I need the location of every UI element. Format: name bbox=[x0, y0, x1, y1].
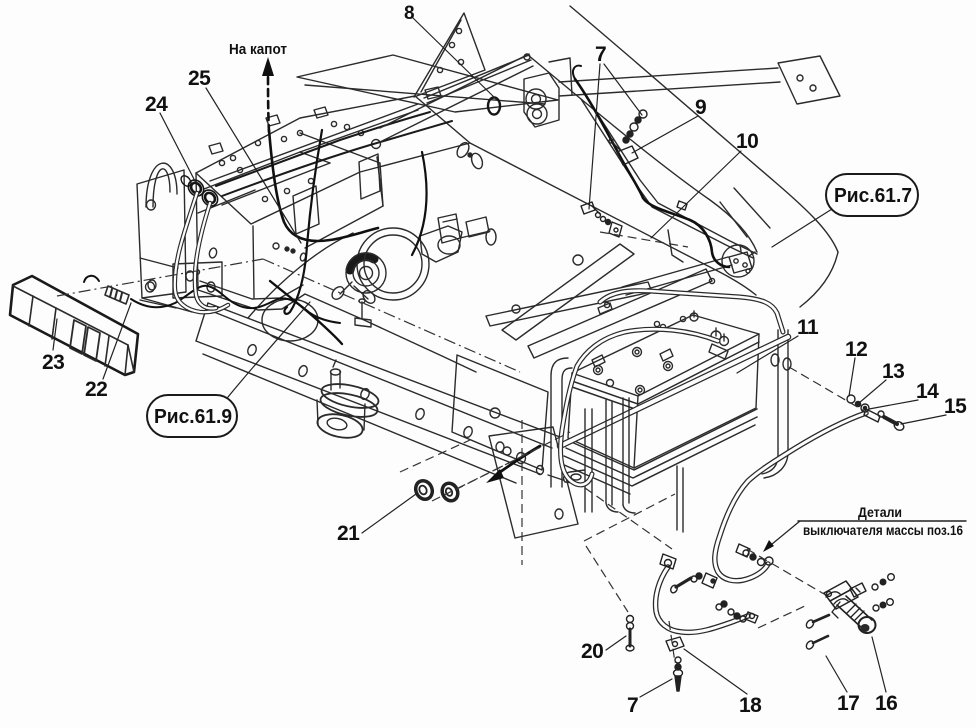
svg-text:24: 24 bbox=[145, 93, 168, 116]
svg-text:23: 23 bbox=[42, 351, 64, 374]
svg-text:На капот: На капот bbox=[229, 41, 287, 58]
svg-text:Рис.61.7: Рис.61.7 bbox=[834, 185, 912, 207]
svg-text:18: 18 bbox=[739, 694, 762, 717]
svg-text:Рис.61.9: Рис.61.9 bbox=[154, 406, 232, 428]
svg-text:20: 20 bbox=[581, 640, 603, 663]
svg-text:17: 17 bbox=[837, 692, 859, 715]
svg-text:9: 9 bbox=[695, 96, 706, 119]
svg-text:21: 21 bbox=[337, 522, 360, 545]
svg-text:7: 7 bbox=[595, 43, 606, 66]
svg-text:10: 10 bbox=[736, 130, 758, 153]
svg-text:12: 12 bbox=[845, 338, 867, 361]
svg-text:22: 22 bbox=[85, 378, 107, 401]
svg-text:16: 16 bbox=[875, 692, 897, 715]
svg-text:выключателя массы поз.16: выключателя массы поз.16 bbox=[803, 522, 963, 538]
svg-text:13: 13 bbox=[882, 360, 904, 383]
svg-text:8: 8 bbox=[404, 3, 414, 24]
svg-text:14: 14 bbox=[916, 380, 939, 403]
svg-text:7: 7 bbox=[627, 694, 638, 717]
svg-text:Детали: Детали bbox=[858, 504, 902, 520]
svg-text:15: 15 bbox=[944, 395, 967, 418]
svg-text:11: 11 bbox=[797, 316, 819, 339]
svg-text:25: 25 bbox=[188, 67, 211, 90]
